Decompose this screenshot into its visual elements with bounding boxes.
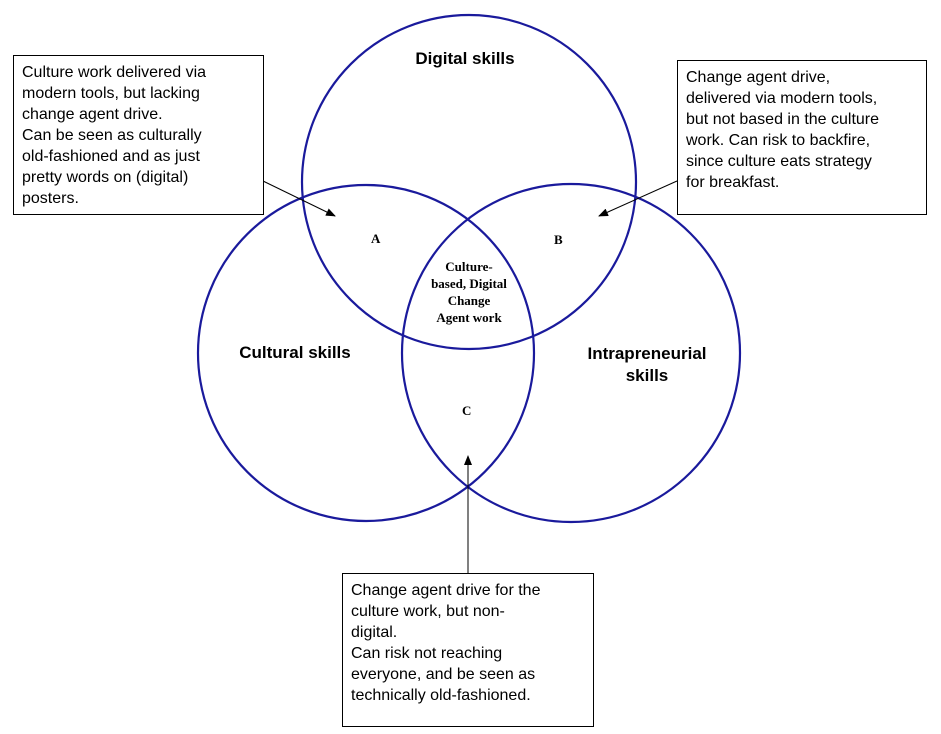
callout-a-line: change agent drive. <box>22 106 163 123</box>
callout-a-line: old-fashioned and as just <box>22 148 200 165</box>
arrow-b <box>598 180 678 217</box>
intrapreneurial-label-line-1: Intrapreneurial <box>587 344 707 363</box>
callout-c-line: technically old-fashioned. <box>351 687 531 704</box>
callout-b-line: Change agent drive, <box>686 69 831 86</box>
callout-b-line: for breakfast. <box>686 174 780 191</box>
callout-a-line: pretty words on (digital) <box>22 169 189 186</box>
callout-c-line: Change agent drive for the <box>351 582 541 599</box>
callout-b-line: delivered via modern tools, <box>686 90 878 107</box>
callout-b-box: Change agent drive, delivered via modern… <box>677 60 927 215</box>
digital-skills-label: Digital skills <box>415 49 515 68</box>
cultural-skills-label: Cultural skills <box>239 343 351 362</box>
center-label-line-4: Agent work <box>436 310 502 325</box>
callout-c-line: Can risk not reaching <box>351 645 503 662</box>
center-overlap-label: Culture- based, Digital Change Agent wor… <box>409 258 529 326</box>
callout-a-box: Culture work delivered via modern tools,… <box>13 55 264 215</box>
callout-a-line: modern tools, but lacking <box>22 85 200 102</box>
callout-a-line: Culture work delivered via <box>22 64 207 81</box>
center-label-line-3: Change <box>447 293 491 308</box>
callout-c-line: digital. <box>351 624 398 641</box>
cultural-skills-circle <box>196 183 536 523</box>
callout-b-line: work. Can risk to backfire, <box>686 132 871 149</box>
center-label-line-2: based, Digital <box>431 276 507 291</box>
region-b-letter: B <box>554 232 563 247</box>
arrow-a <box>262 180 336 217</box>
region-a-letter: A <box>371 231 381 246</box>
region-c-letter: C <box>462 403 472 418</box>
intrapreneurial-label-line-2: skills <box>625 366 669 385</box>
callout-b-line: but not based in the culture <box>686 111 880 128</box>
callout-a-line: Can be seen as culturally <box>22 127 202 144</box>
callout-c-box: Change agent drive for the culture work,… <box>342 573 594 727</box>
callout-c-line: culture work, but non- <box>351 603 505 620</box>
intrapreneurial-skills-circle <box>400 182 742 524</box>
intrapreneurial-skills-label: Intrapreneurial skills <box>572 343 722 387</box>
center-label-line-1: Culture- <box>445 259 493 274</box>
digital-skills-circle <box>300 13 638 351</box>
callout-a-line: posters. <box>22 190 79 207</box>
callout-c-line: everyone, and be seen as <box>351 666 536 683</box>
callout-b-line: since culture eats strategy <box>686 153 872 170</box>
